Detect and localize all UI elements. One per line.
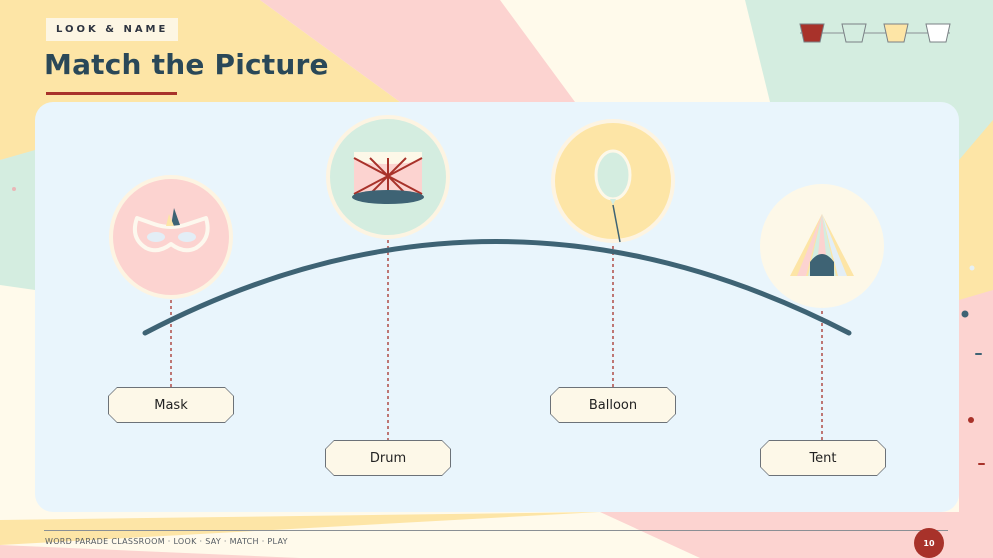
label-text-mask: Mask (109, 388, 233, 422)
progress-step-1[interactable] (799, 23, 825, 43)
label-card-balloon[interactable]: Balloon (550, 387, 676, 423)
label-card-mask[interactable]: Mask (108, 387, 234, 423)
title-underline (46, 92, 177, 95)
tent-icon (790, 214, 854, 276)
label-text-drum: Drum (326, 441, 450, 475)
page-title: Match the Picture (44, 48, 329, 81)
kicker-label: LOOK & NAME (46, 18, 179, 41)
mask-picture[interactable] (109, 175, 233, 299)
parade-arc (142, 239, 852, 336)
progress-step-4[interactable] (925, 23, 951, 43)
page-number-badge: 10 (914, 528, 944, 558)
footer-divider (44, 530, 948, 531)
label-text-tent: Tent (761, 441, 885, 475)
tent-picture[interactable] (760, 184, 884, 308)
drum-picture[interactable] (326, 115, 450, 239)
balloon-picture[interactable] (551, 119, 675, 243)
label-card-tent[interactable]: Tent (760, 440, 886, 476)
label-text-balloon: Balloon (551, 388, 675, 422)
mask-icon (132, 208, 210, 253)
progress-indicator (799, 23, 951, 43)
progress-step-3[interactable] (883, 23, 909, 43)
balloon-icon (594, 149, 632, 243)
footer-text: WORD PARADE CLASSROOM · LOOK · SAY · MAT… (45, 537, 288, 546)
label-card-drum[interactable]: Drum (325, 440, 451, 476)
progress-step-2[interactable] (841, 23, 867, 43)
drum-icon (352, 152, 424, 204)
